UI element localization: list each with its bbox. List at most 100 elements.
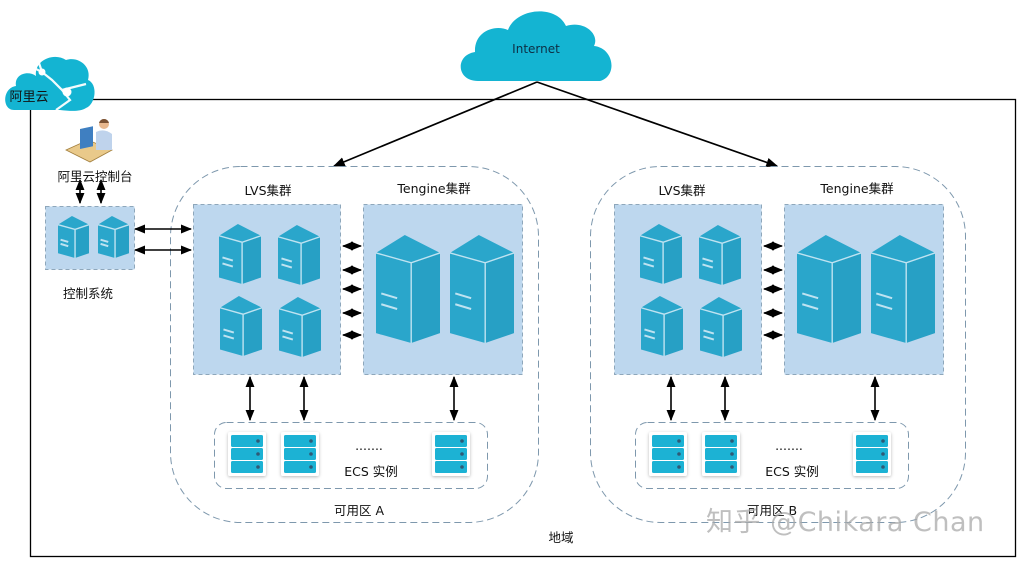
zone-a-ecs-instance-1 [228,432,266,476]
server-side [723,308,742,357]
server-side [663,235,682,284]
ecs-led [677,439,681,443]
server-top [797,235,861,263]
server-vent [702,257,714,263]
server-side [75,224,89,258]
server-top [700,297,742,316]
zone-b-lvs-server-4 [699,297,743,357]
zone-b-ecs-instance-1 [649,432,687,476]
server-vent [380,292,398,300]
server-vent [282,335,294,341]
region-label: 地域 [548,530,574,545]
zone-b-ecs-instance-2 [702,432,740,476]
server-vent [703,329,715,335]
zone-b-lvs-server-3 [640,296,684,356]
ecs-led [677,452,681,456]
server-edges [218,235,262,284]
ecs-led [881,465,885,469]
zone-a-tengine-server-1 [375,235,441,343]
ecs-led [309,465,313,469]
ecs-unit [435,461,467,473]
zone-a-ecs-ellipsis: ....... [355,438,383,453]
zone-a-lvs-server-4 [278,297,322,357]
watermark: 知乎 @Chikara Chan [706,507,985,538]
ecs-led [677,465,681,469]
ecs-unit [231,461,263,473]
diagram-elements [45,166,966,523]
control-system-label: 控制系统 [62,286,114,301]
ecs-unit [856,435,888,447]
server-edges [277,236,321,285]
server-side [115,224,129,258]
server-edges [97,224,130,258]
ecs-unit [856,461,888,473]
server-edges [219,307,263,356]
console-label: 阿里云控制台 [57,169,133,184]
zone-b-lvs-label: LVS集群 [658,183,706,198]
ecs-led [460,439,464,443]
internet-to-zone-b-arrow [536,81,779,167]
aliyun-brand-label: 阿里云 [9,90,49,105]
server-side [411,252,440,343]
server-edges [57,224,90,258]
zone-b-ecs-group-box [635,422,909,489]
ecs-led [730,465,734,469]
server-edges [698,236,742,285]
server-edges [699,308,743,357]
server-top [640,224,682,243]
server-vent [222,262,234,268]
zone-a-lvs-server-3 [219,296,263,356]
ecs-led [881,452,885,456]
server-vent [223,334,235,340]
zone-b-label: 可用区 B [746,503,798,518]
zone-b-lvs-server-2 [698,225,742,285]
server-vent [282,329,294,335]
server-side [722,236,741,285]
server-edges [449,252,515,343]
server-vent [801,292,819,300]
server-edges [375,252,441,343]
ecs-led [256,465,260,469]
ecs-unit [652,461,684,473]
zone-a-ecs-instance-3 [432,432,470,476]
ecs-unit [652,448,684,460]
server-vent [643,256,655,262]
ecs-led [460,452,464,456]
zone-b-lvs-server-1 [639,224,683,284]
zone-b-ecs-instance-3 [853,432,891,476]
server-edges [870,252,936,343]
server-top [58,216,89,230]
ecs-led [730,452,734,456]
ecs-unit [284,435,316,447]
ecs-led [730,439,734,443]
operator-workstation-icon [65,118,113,163]
server-top [699,225,741,244]
server-side [906,252,935,343]
control-server-2 [97,216,130,258]
server-vent [801,303,819,310]
server-side [485,252,514,343]
zone-a-boundary [170,166,539,523]
server-vent [100,242,109,248]
ecs-led [460,465,464,469]
ecs-unit [705,435,737,447]
server-vent [644,334,656,340]
ecs-unit [231,448,263,460]
ecs-unit [652,435,684,447]
server-vent [875,303,893,310]
server-vent [702,263,714,269]
server-vent [60,242,69,248]
zone-b-boundary [590,166,966,523]
server-vent [643,262,655,268]
ecs-unit [284,448,316,460]
zone-b-tengine-server-2 [870,235,936,343]
internet-cloud-icon [460,11,612,81]
server-vent [454,292,472,300]
zone-a-lvs-label: LVS集群 [244,183,292,198]
ecs-led [881,439,885,443]
zone-b-tengine-server-1 [796,235,862,343]
region-frame [29,98,1017,558]
zone-a-label: 可用区 A [333,503,385,518]
server-top [450,235,514,263]
server-side [664,307,683,356]
